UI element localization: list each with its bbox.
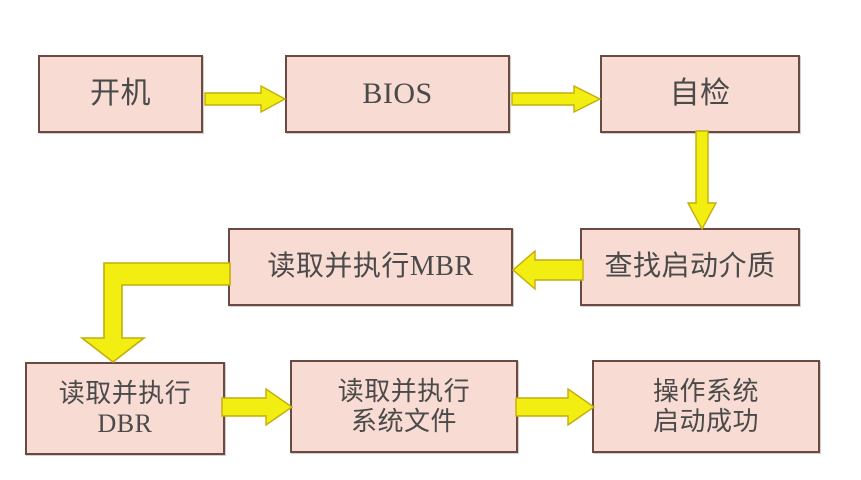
connector-bios-to-self-test xyxy=(511,82,602,116)
node-boot-success[interactable]: 操作系统 启动成功 xyxy=(592,360,820,453)
node-power-on[interactable]: 开机 xyxy=(38,55,203,133)
node-label: 自检 xyxy=(669,77,731,111)
node-self-test[interactable]: 自检 xyxy=(600,55,800,133)
elbow-arrow-left-down-icon xyxy=(79,262,231,364)
node-label: 读取并执行 系统文件 xyxy=(337,377,471,436)
connector-read-exec-mbr-to-read-exec-dbr xyxy=(79,258,242,366)
connector-self-test-to-find-boot-media xyxy=(685,130,719,231)
connector-power-on-to-bios xyxy=(204,82,287,116)
arrow-right-icon xyxy=(511,84,602,114)
node-label: 读取并执行 DBR xyxy=(58,379,192,438)
node-find-boot-media[interactable]: 查找启动介质 xyxy=(580,228,800,306)
arrow-right-icon xyxy=(221,387,294,427)
connector-sys-files-to-boot-success xyxy=(515,387,596,427)
node-bios[interactable]: BIOS xyxy=(285,55,510,133)
arrow-right-icon xyxy=(515,387,596,427)
node-label: 查找启动介质 xyxy=(604,251,776,283)
node-read-exec-sys-files[interactable]: 读取并执行 系统文件 xyxy=(290,360,518,453)
arrow-left-icon xyxy=(511,249,584,291)
connector-find-boot-media-to-read-exec-mbr xyxy=(511,249,584,291)
node-label: BIOS xyxy=(362,77,433,111)
node-label: 读取并执行MBR xyxy=(267,251,474,283)
arrow-right-icon xyxy=(204,84,287,114)
node-label: 操作系统 启动成功 xyxy=(652,377,759,436)
node-read-exec-mbr[interactable]: 读取并执行MBR xyxy=(228,228,513,306)
node-read-exec-dbr[interactable]: 读取并执行 DBR xyxy=(25,362,225,455)
connector-read-exec-dbr-to-sys-files xyxy=(221,387,294,427)
arrow-down-icon xyxy=(686,130,718,231)
node-label: 开机 xyxy=(90,77,151,111)
